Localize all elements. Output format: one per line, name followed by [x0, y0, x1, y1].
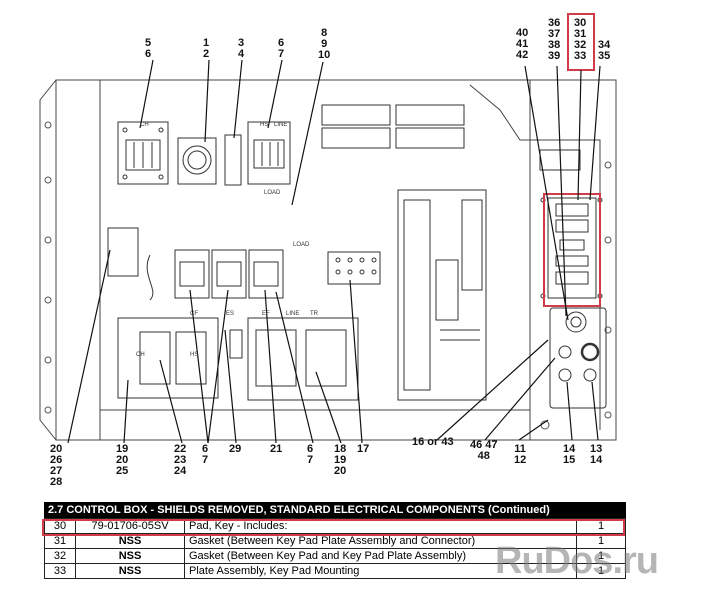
table-row: 33 NSS Plate Assembly, Key Pad Mounting …: [44, 563, 626, 579]
label-load-mid: LOAD: [293, 242, 310, 248]
label-ch: CH: [140, 122, 149, 128]
contactor-ch: [117, 121, 169, 185]
callout-34-35: 34 35: [598, 39, 611, 62]
mounting-holes: [44, 121, 612, 430]
label-hs: HS: [260, 122, 268, 128]
callout-40-42: 40 41 42: [516, 27, 529, 61]
callout-13-14: 13 14: [590, 443, 603, 466]
description: Plate Assembly, Key Pad Mounting: [184, 563, 577, 579]
label-ch-bot: CH: [136, 352, 145, 358]
part-number: NSS: [75, 548, 185, 564]
relay-3-4: [224, 134, 242, 186]
timer: [177, 137, 217, 185]
label-line-bot: LINE: [286, 311, 299, 317]
panel-labels: CH HS LINE LOAD LOAD CF ES EF LINE TR CH…: [136, 122, 319, 358]
parts-table: 2.7 CONTROL BOX - SHIELDS REMOVED, STAND…: [44, 502, 626, 579]
callout-6-7-top: 6 7: [278, 37, 285, 60]
callout-6-7-bottom-2: 6 7: [307, 443, 314, 466]
item-number: 32: [44, 548, 76, 564]
callout-30-33: 30 31 32 33: [574, 17, 587, 62]
callout-8-10: 8 9 10: [318, 27, 331, 61]
parts-list: 30 79-01706-05SV Pad, Key - Includes: 1 …: [44, 518, 626, 579]
table-title: 2.7 CONTROL BOX - SHIELDS REMOVED, STAND…: [44, 502, 626, 518]
item-number: 33: [44, 563, 76, 579]
callout-3-4: 3 4: [238, 37, 245, 60]
label-load-top: LOAD: [264, 190, 281, 196]
callout-17: 17: [357, 443, 370, 455]
callout-22-24: 22 23 24: [174, 443, 187, 477]
callout-16-or-43: 16 or 43: [412, 436, 454, 448]
bottom-panel: [117, 317, 359, 401]
callout-5-6: 5 6: [145, 37, 152, 60]
watermark-logo: RuDos.ru: [495, 540, 659, 582]
callout-19-20-25: 19 20 25: [116, 443, 129, 477]
switch-plate: [549, 307, 607, 409]
callout-21: 21: [270, 443, 283, 455]
callout-14-15: 14 15: [563, 443, 576, 466]
callout-1-2: 1 2: [203, 37, 210, 60]
middle-contactors: [107, 227, 284, 301]
leader-lines: [67, 59, 601, 444]
callout-18-20: 18 19 20: [334, 443, 347, 477]
connector-plug: [327, 251, 381, 285]
label-es: ES: [226, 311, 234, 317]
label-ef: EF: [262, 311, 270, 317]
callout-6-7-bottom: 6 7: [202, 443, 209, 466]
callout-11-12: 11 12: [514, 443, 527, 466]
contactor-hs: [247, 121, 291, 185]
callout-20-28: 20 26 27 28: [50, 443, 63, 488]
keypad-highlight: [543, 193, 601, 307]
callout-36-39: 36 37 38 39: [548, 17, 561, 62]
callout-29: 29: [229, 443, 242, 455]
keypad: [540, 197, 603, 299]
row-highlight: [42, 519, 625, 536]
label-cf: CF: [190, 311, 198, 317]
quantity: 1: [576, 563, 626, 579]
label-tr: TR: [310, 311, 319, 317]
control-board: [397, 189, 487, 401]
callout-46-48: 46 47 48: [470, 439, 498, 462]
label-hs-bot: HS: [190, 352, 198, 358]
part-number: NSS: [75, 563, 185, 579]
label-line-top: LINE: [274, 122, 287, 128]
display-slots: [321, 104, 465, 149]
